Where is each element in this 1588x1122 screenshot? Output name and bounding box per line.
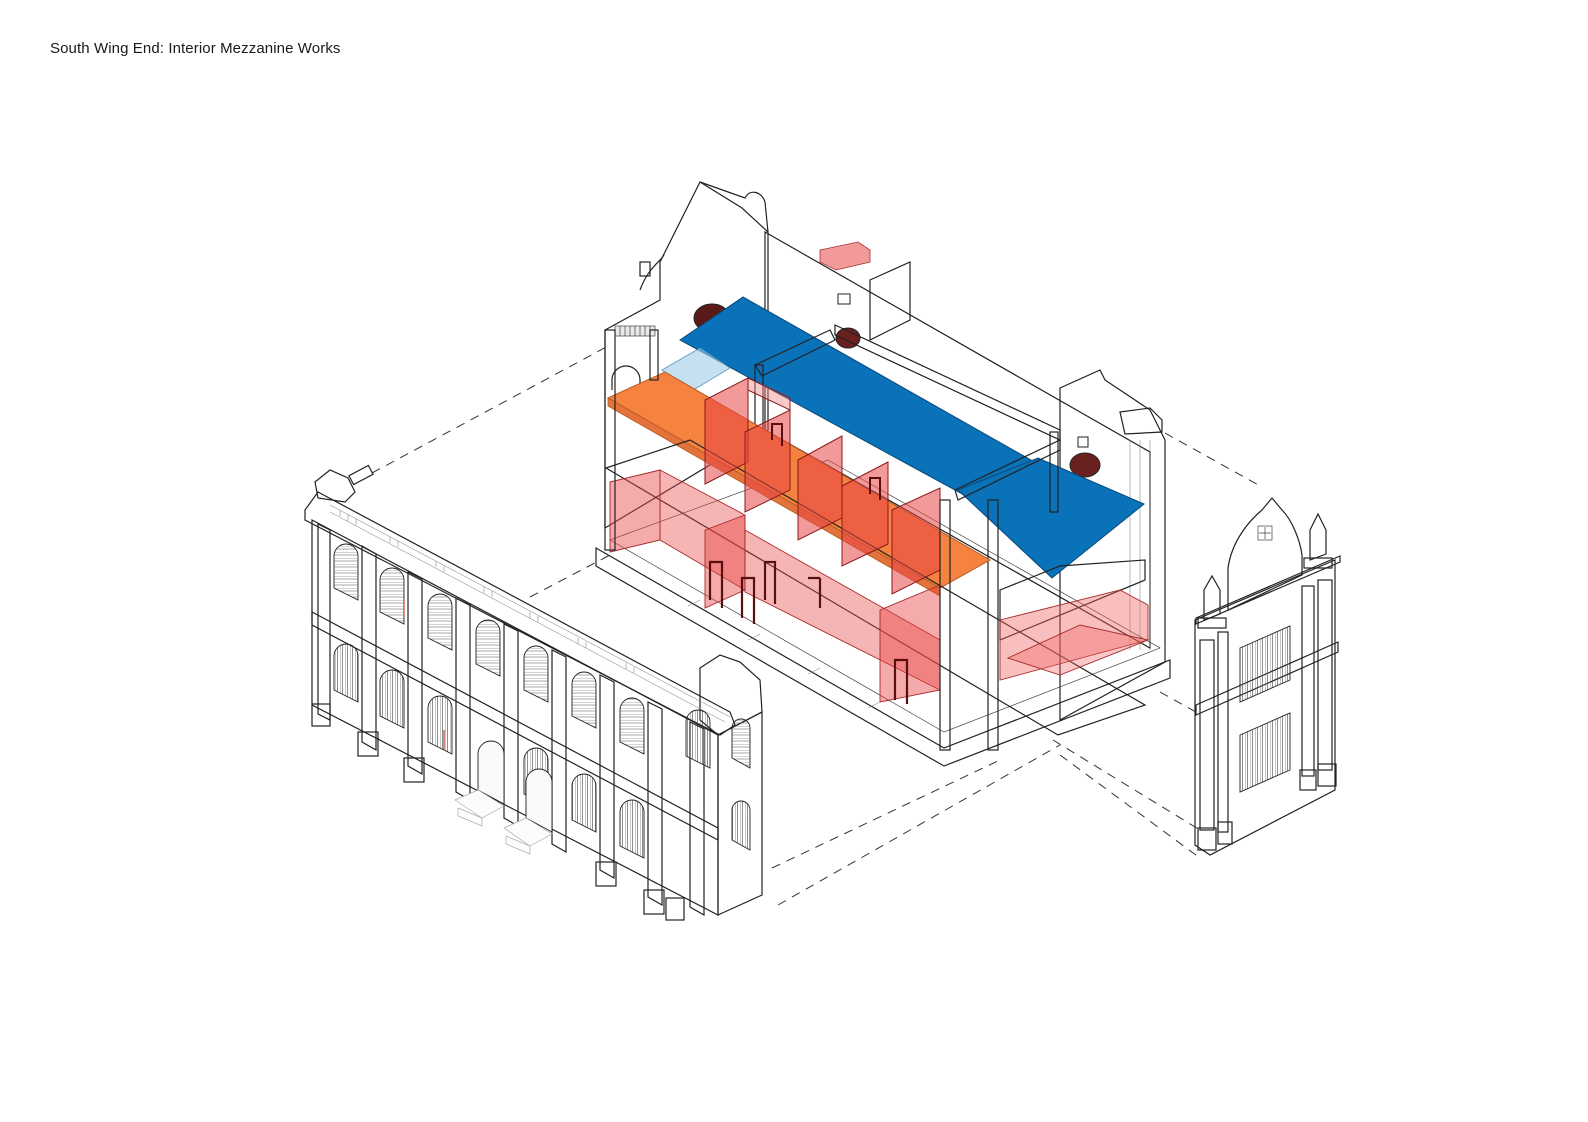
rear-roundel-window-2 bbox=[835, 327, 861, 349]
sheet-title: South Wing End: Interior Mezzanine Works bbox=[50, 40, 341, 57]
right-facade-wall bbox=[1194, 559, 1336, 856]
leader-line-right-mid bbox=[1159, 691, 1197, 713]
gable-vent bbox=[639, 261, 651, 277]
left-facade-entrance-doors bbox=[477, 740, 553, 833]
east-end-pilasters bbox=[1129, 440, 1151, 650]
left-facade-wall bbox=[311, 519, 719, 916]
central-building-cutaway bbox=[595, 181, 1171, 767]
structural-frame bbox=[754, 324, 1061, 751]
leader-line-right-top bbox=[1164, 432, 1263, 488]
leader-lines bbox=[371, 344, 1263, 906]
left-corner-chimney bbox=[348, 464, 374, 486]
mezzanine-door-frames bbox=[771, 423, 881, 500]
mezzanine-partitions bbox=[704, 377, 941, 595]
right-facade-cornices bbox=[1195, 555, 1341, 716]
ground-plinth bbox=[595, 546, 1171, 767]
leader-line-left-top bbox=[371, 344, 611, 474]
left-facade-lower-windows bbox=[333, 643, 711, 859]
right-facade-plinths bbox=[1197, 763, 1337, 851]
left-elevation-facade bbox=[304, 464, 763, 921]
gable-dentils bbox=[614, 325, 656, 337]
left-facade-pilaster-bases bbox=[311, 703, 685, 921]
leader-line-right-bottom-2 bbox=[1059, 754, 1201, 859]
east-end-tower bbox=[1119, 407, 1163, 435]
side-roundel-window bbox=[1069, 452, 1101, 478]
left-facade-corner-window bbox=[731, 718, 751, 769]
left-corner-tower bbox=[314, 469, 356, 503]
ground-floor-partitions bbox=[609, 469, 1150, 703]
left-facade-entrance-steps bbox=[454, 789, 553, 855]
gable-arched-window bbox=[611, 365, 641, 390]
right-end-elevation-facade bbox=[1194, 497, 1341, 856]
right-facade-gable bbox=[1227, 497, 1303, 611]
leader-line-left-bottom-2 bbox=[777, 744, 1061, 906]
wall-vent-plaque-2 bbox=[1077, 436, 1089, 448]
left-facade-corner-window-2 bbox=[731, 800, 751, 851]
left-facade-red-accents bbox=[403, 600, 445, 750]
rear-gable-wall bbox=[604, 181, 769, 530]
east-end-wall bbox=[1059, 369, 1166, 722]
leader-line-left-bottom-1 bbox=[771, 759, 1001, 869]
cut-columns bbox=[604, 329, 951, 751]
first-floor-slab bbox=[604, 439, 1147, 736]
left-facade-balustrade bbox=[329, 504, 731, 723]
right-facade-gable-cross bbox=[1259, 527, 1271, 539]
right-facade-gable-emblem bbox=[1257, 525, 1273, 541]
ground-floor-door-frames bbox=[708, 560, 909, 704]
plinth-bay-lines bbox=[687, 599, 881, 709]
rear-chimney-stack bbox=[869, 261, 911, 341]
left-facade-cornice bbox=[311, 611, 719, 841]
adjoining-roof-element bbox=[819, 241, 871, 271]
right-facade-windows bbox=[1239, 625, 1291, 793]
leader-line-right-bottom-1 bbox=[1052, 739, 1201, 831]
gable-parapet-scrolls bbox=[639, 181, 769, 291]
left-facade-upper-windows bbox=[333, 543, 645, 755]
roof-slab-front bbox=[957, 457, 1145, 579]
left-facade-pilasters bbox=[317, 523, 705, 917]
right-facade-columns bbox=[1199, 579, 1333, 833]
wall-vent-plaque bbox=[837, 293, 851, 305]
leader-line-left-mid bbox=[529, 554, 611, 598]
